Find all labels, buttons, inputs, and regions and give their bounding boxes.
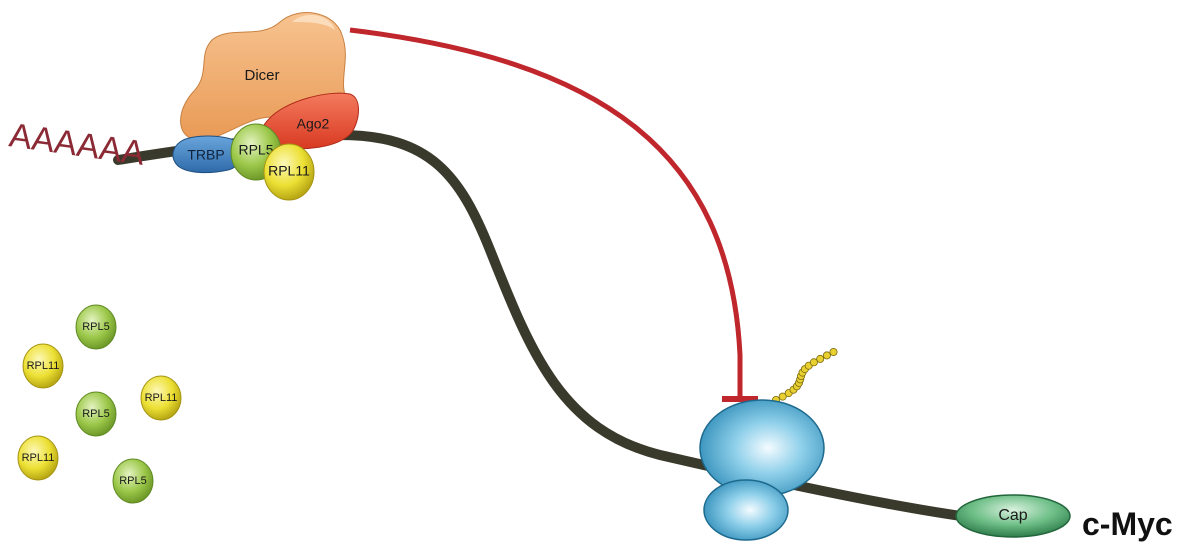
free-rpl5-protein: RPL5 xyxy=(112,458,154,504)
free-rpl11-shape xyxy=(17,435,59,481)
free-rpl11-label: RPL11 xyxy=(27,360,60,372)
cap-label: Cap xyxy=(998,507,1027,524)
free-rpl11-label: RPL11 xyxy=(22,452,55,464)
bound-rpl5-label: RPL5 xyxy=(238,142,273,158)
free-rpl11-protein: RPL11 xyxy=(140,375,182,421)
peptide-bead xyxy=(809,358,818,367)
ago2-label: Ago2 xyxy=(297,116,330,132)
bound-rpl11-label: RPL11 xyxy=(268,163,310,179)
dicer-label: Dicer xyxy=(244,67,279,84)
free-rpl5-shape xyxy=(75,304,117,350)
free-rpl5-protein: RPL5 xyxy=(75,304,117,350)
free-rpl5-label: RPL5 xyxy=(82,408,110,420)
peptide-bead xyxy=(816,354,825,363)
nascent-peptide-chain xyxy=(772,347,838,404)
free-rpl11-shape xyxy=(140,375,182,421)
trbp-label: TRBP xyxy=(187,147,224,163)
ribosome-small-subunit xyxy=(703,479,789,541)
free-rpl11-label: RPL11 xyxy=(145,392,178,404)
mrna-strand xyxy=(113,129,980,523)
cap-structure xyxy=(955,494,1071,538)
free-rpl5-label: RPL5 xyxy=(119,475,147,487)
poly-a-tail: AAAAAA xyxy=(7,116,147,173)
free-rpl5-label: RPL5 xyxy=(82,321,110,333)
trbp-protein xyxy=(172,135,243,174)
peptide-bead xyxy=(829,347,838,356)
free-rpl5-protein: RPL5 xyxy=(75,391,117,437)
gene-name: c-Myc xyxy=(1082,506,1173,542)
free-rpl5-shape xyxy=(112,458,154,504)
bound-rpl11-protein xyxy=(263,143,315,201)
free-rpl11-shape xyxy=(22,343,64,389)
inhibition-arrow xyxy=(349,27,743,398)
peptide-bead xyxy=(778,392,787,401)
free-rpl11-protein: RPL11 xyxy=(22,343,64,389)
free-rpl11-protein: RPL11 xyxy=(17,435,59,481)
peptide-bead xyxy=(822,351,831,360)
free-rpl5-shape xyxy=(75,391,117,437)
dicer-highlight xyxy=(292,15,335,30)
